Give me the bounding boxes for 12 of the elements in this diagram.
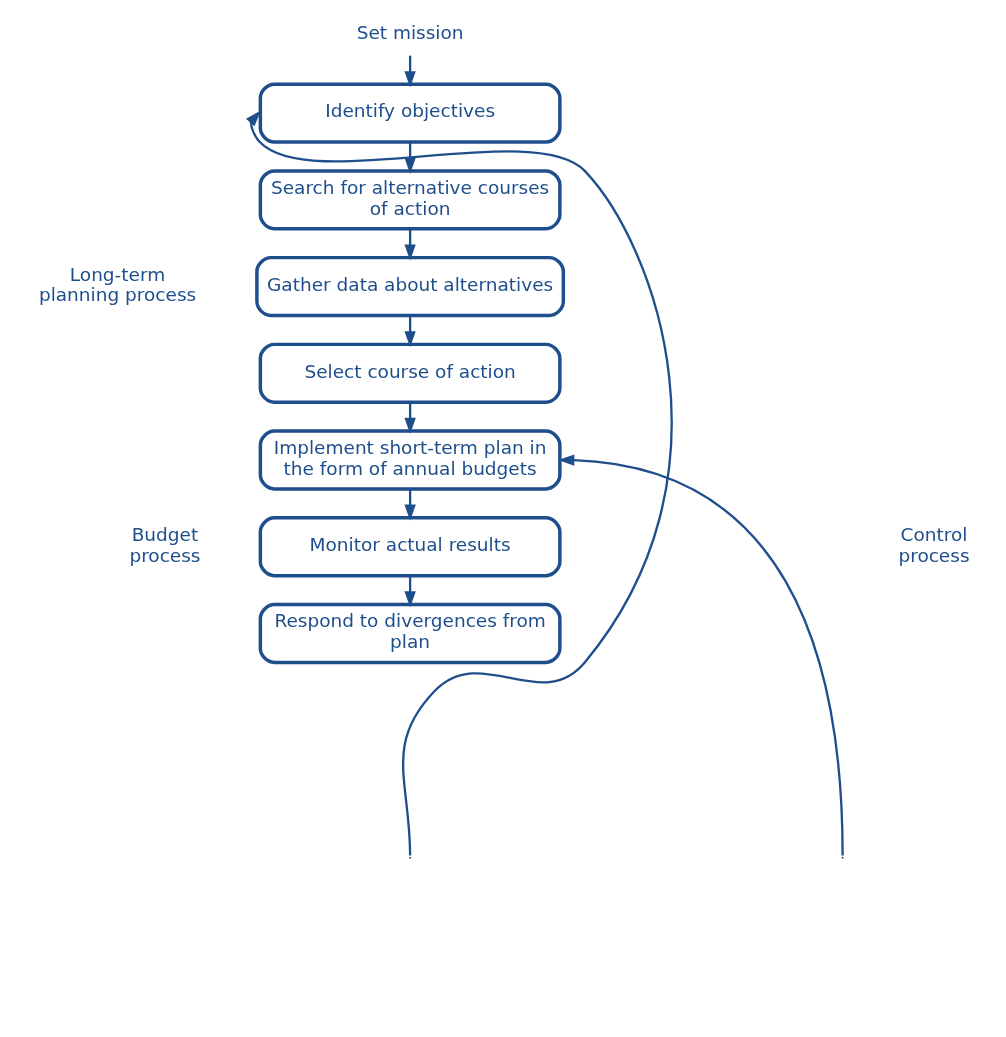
node-box: Identify objectives [258,81,562,144]
node-box: Respond to divergences from plan [258,602,562,664]
label: Long-term planning process [38,263,196,305]
node-box: Monitor actual results [258,515,562,577]
node-box: Implement short-term plan in the form of annual budgets [258,428,562,491]
node-box: Gather data about alternatives [254,255,565,317]
node-box: Select course of action [258,342,562,404]
label: Budget process [128,523,200,566]
arrow [245,109,673,856]
label: Control process [897,523,970,566]
node-box: Search for alternative courses of action [258,168,562,230]
node-text: Set mission [356,21,464,43]
